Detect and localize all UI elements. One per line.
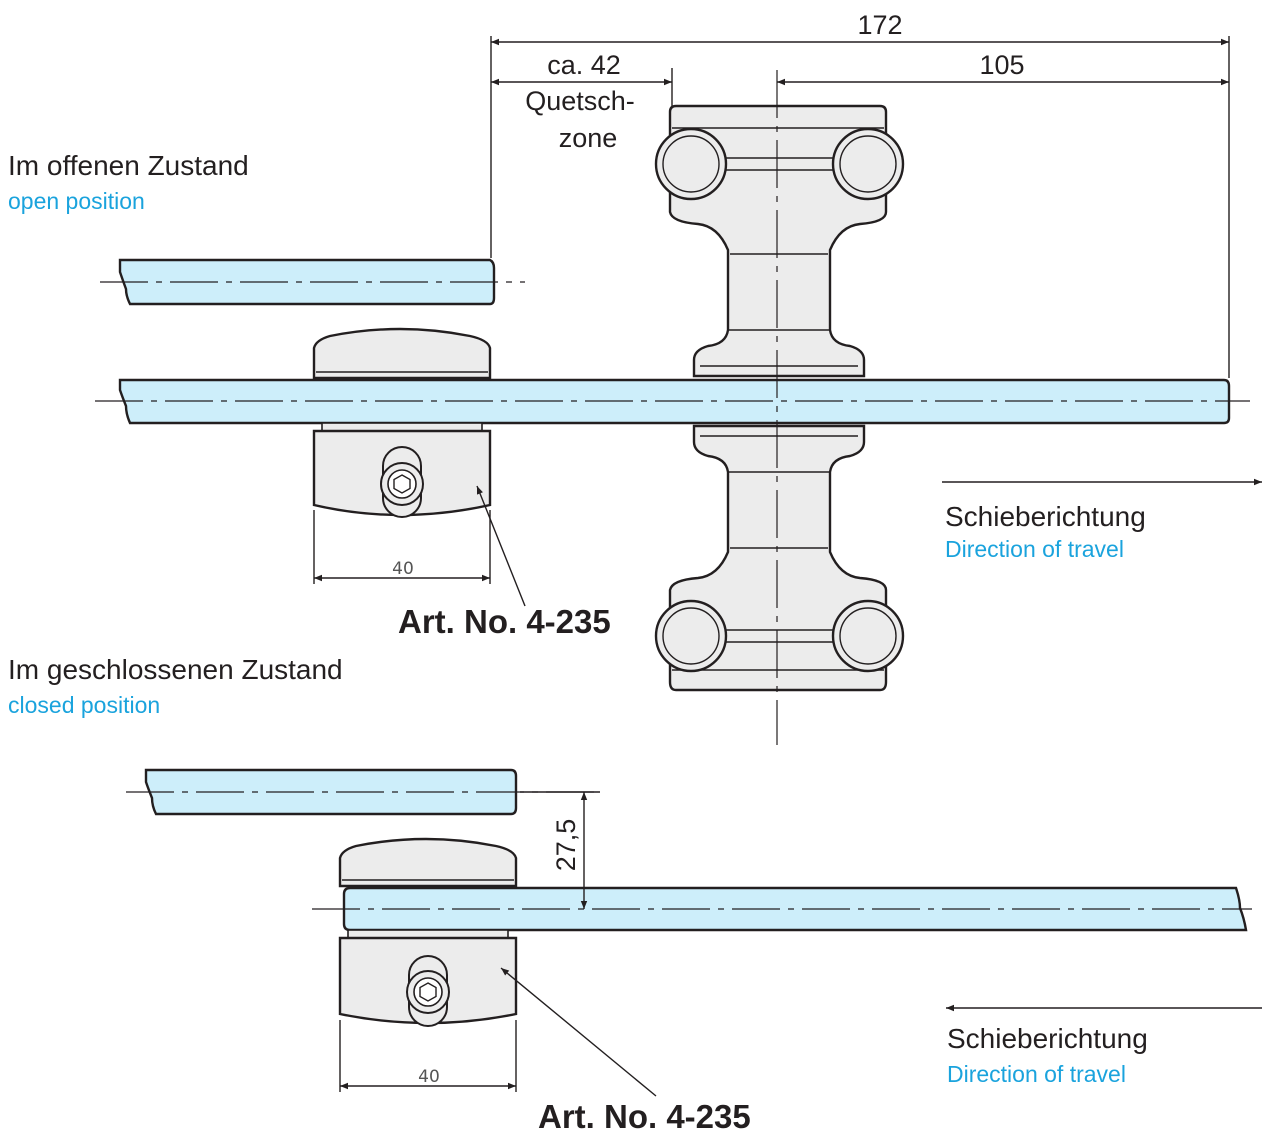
dimension-width-closed: 40 bbox=[418, 1067, 440, 1087]
clamp-body-open bbox=[312, 422, 492, 518]
leader-arrow-closed bbox=[500, 967, 657, 1097]
article-number-closed: Art. No. 4-235 bbox=[538, 1098, 751, 1135]
closed-position-view bbox=[126, 768, 1262, 1097]
dimension-offset: 27,5 bbox=[551, 819, 581, 872]
open-position-label-de: Im offenen Zustand bbox=[8, 150, 249, 181]
dimension-crush-value: ca. 42 bbox=[547, 50, 621, 80]
sliding-glass-panel-open bbox=[95, 378, 1250, 425]
travel-label-en-1: Direction of travel bbox=[945, 536, 1124, 562]
open-position-view bbox=[95, 36, 1262, 745]
clamp-cap-top-closed bbox=[338, 837, 518, 888]
fixed-glass-panel-open bbox=[100, 258, 525, 306]
clamp-body-closed bbox=[338, 929, 518, 1027]
dimension-lines-closed bbox=[339, 791, 600, 1092]
clamp-cap-top-open bbox=[312, 327, 492, 380]
dimension-total: 172 bbox=[857, 10, 902, 40]
crush-zone-label-1: Quetsch- bbox=[525, 86, 635, 116]
open-position-label-en: open position bbox=[8, 188, 145, 214]
dimension-lines-open bbox=[313, 36, 1230, 584]
sliding-glass-panel-closed bbox=[312, 886, 1252, 932]
travel-label-en-2: Direction of travel bbox=[947, 1061, 1126, 1087]
crush-zone-label-2: zone bbox=[559, 123, 618, 153]
article-number-open: Art. No. 4-235 bbox=[398, 603, 611, 640]
roller-assembly bbox=[654, 70, 905, 745]
closed-position-label-de: Im geschlossenen Zustand bbox=[8, 654, 343, 685]
travel-label-de-2: Schieberichtung bbox=[947, 1023, 1148, 1054]
closed-position-label-en: closed position bbox=[8, 692, 160, 718]
dimension-right: 105 bbox=[979, 50, 1024, 80]
travel-label-de-1: Schieberichtung bbox=[945, 501, 1146, 532]
dimension-width-open: 40 bbox=[392, 559, 414, 579]
leader-arrow-open bbox=[476, 485, 526, 607]
